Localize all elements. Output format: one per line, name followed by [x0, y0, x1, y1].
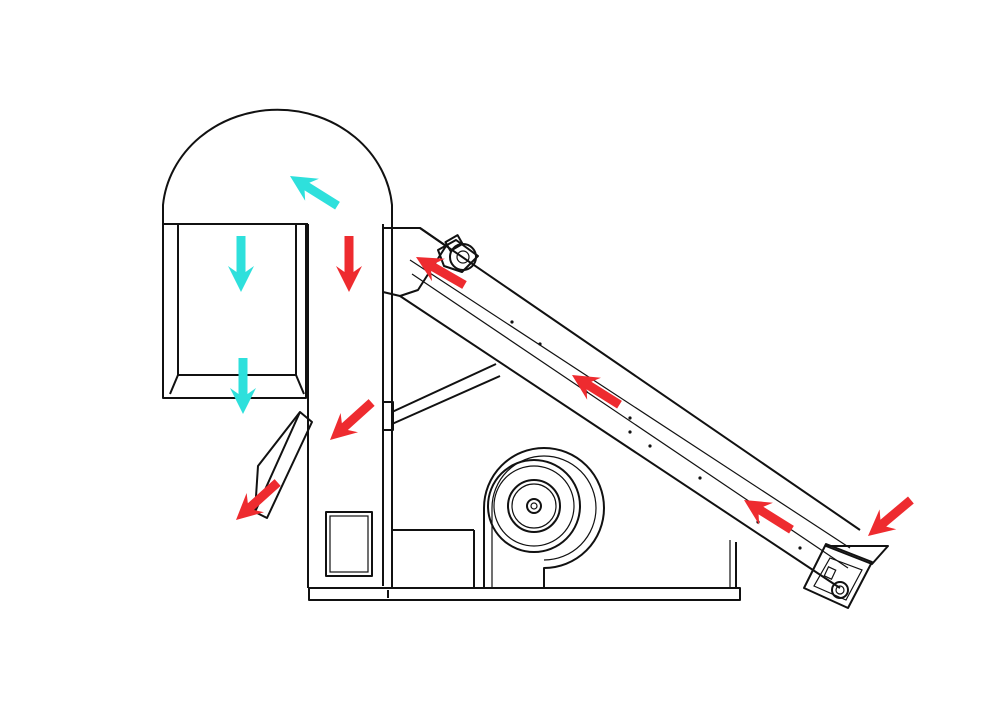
air-flow-arrow-3: [230, 358, 256, 414]
material-flow-arrow-5: [565, 363, 627, 416]
cyclone-hood: [162, 108, 393, 225]
centrifugal-fan: [483, 447, 605, 588]
air-flow-arrows: [228, 164, 345, 414]
frame-strut: [391, 363, 737, 588]
access-door: [325, 511, 373, 577]
air-flow-arrow-1: [283, 164, 345, 217]
base-frame: [308, 587, 741, 601]
material-flow-arrow-7: [859, 490, 920, 546]
settling-hopper: [162, 224, 307, 399]
conveyor-drive-motor: [437, 234, 479, 273]
material-flow-arrow-1: [336, 236, 362, 292]
material-flow-arrow-6: [737, 488, 799, 541]
material-flow-arrow-2: [321, 392, 381, 450]
air-flow-arrow-2: [228, 236, 254, 292]
discharge-chute: [254, 411, 313, 519]
conveyor-feed-hopper: [825, 545, 889, 565]
